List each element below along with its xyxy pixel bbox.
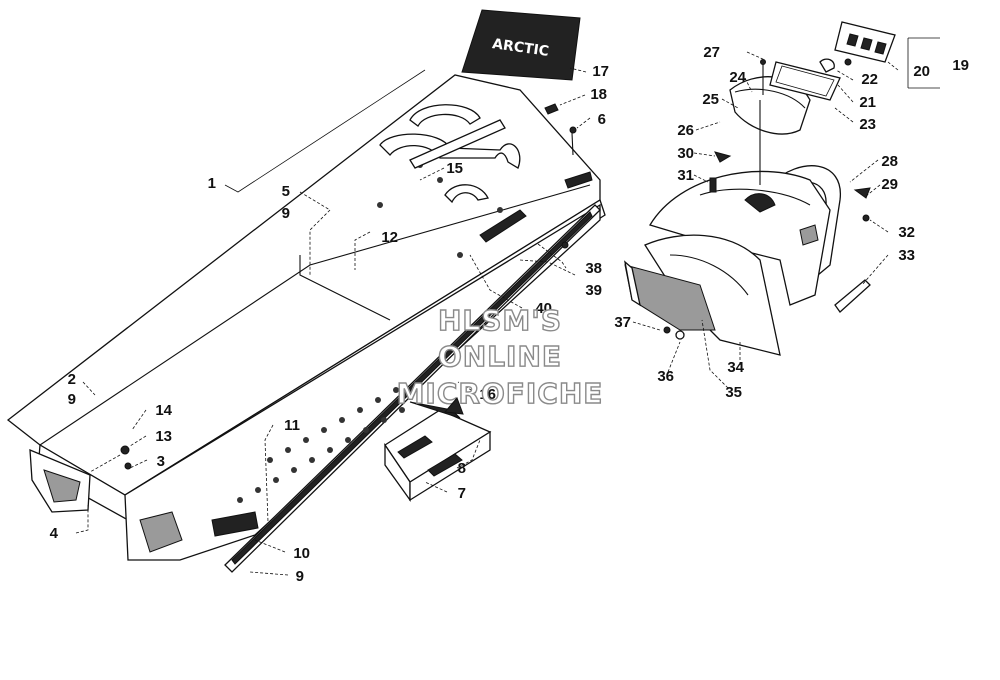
callout-6: 6 [598, 111, 606, 128]
callout-labels: 1 2 3 4 5 6 7 8 9 9 9 10 11 12 13 14 15 … [50, 44, 969, 585]
callout-22: 22 [861, 71, 878, 88]
callout-18: 18 [590, 86, 607, 103]
callout-35: 35 [725, 384, 742, 401]
callout-5: 5 [282, 183, 290, 200]
callout-24: 24 [729, 69, 746, 86]
callout-9-left: 9 [68, 391, 76, 408]
callout-30: 30 [677, 145, 694, 162]
callout-20: 20 [913, 63, 930, 80]
callout-10: 10 [293, 545, 310, 562]
tunnel-assembly [6, 74, 606, 573]
callout-11: 11 [284, 417, 300, 434]
decal-text: ARCTIC [491, 36, 550, 60]
callout-29: 29 [881, 176, 898, 193]
direction-arrow-icon [444, 397, 464, 415]
callout-36: 36 [657, 368, 674, 385]
watermark-line-3: MICROFICHE [397, 377, 604, 410]
grab-handles [379, 104, 521, 204]
callout-7: 7 [458, 485, 466, 502]
callout-19: 19 [952, 57, 969, 74]
watermark-line-2: ONLINE [438, 340, 562, 373]
callout-31: 31 [677, 167, 694, 184]
callout-33: 33 [898, 247, 915, 264]
callout-15: 15 [446, 160, 463, 177]
seat-decal: ARCTIC [461, 9, 581, 81]
footrest-bracket [384, 401, 492, 503]
callout-13: 13 [155, 428, 172, 445]
rear-snowflap-assembly [624, 151, 871, 356]
callout-26: 26 [677, 122, 694, 139]
callout-16: 16 [479, 386, 496, 403]
callout-9-top: 9 [282, 205, 290, 222]
callout-34: 34 [727, 359, 744, 376]
callout-23: 23 [859, 116, 876, 133]
callout-28: 28 [881, 153, 898, 170]
callout-4: 4 [50, 525, 59, 542]
callout-40: 40 [535, 300, 552, 317]
callout-27: 27 [703, 44, 720, 61]
callout-32: 32 [898, 224, 915, 241]
callout-2: 2 [68, 371, 76, 388]
callout-17: 17 [592, 63, 609, 80]
watermark: HLSM'S ONLINE MICROFICHE [396, 303, 604, 410]
callout-38: 38 [585, 260, 602, 277]
callout-21: 21 [859, 94, 876, 111]
callout-39: 39 [585, 282, 602, 299]
callout-1: 1 [208, 175, 216, 192]
taillight-assembly [729, 21, 896, 185]
callout-12: 12 [381, 229, 398, 246]
callout-37: 37 [614, 314, 631, 331]
callout-9-bottom: 9 [296, 568, 304, 585]
callout-3: 3 [157, 453, 165, 470]
callout-14: 14 [155, 402, 172, 419]
callout-25: 25 [702, 91, 719, 108]
watermark-line-1: HLSM'S [438, 304, 562, 337]
callout-8: 8 [458, 460, 466, 477]
leader-lines [75, 37, 940, 576]
